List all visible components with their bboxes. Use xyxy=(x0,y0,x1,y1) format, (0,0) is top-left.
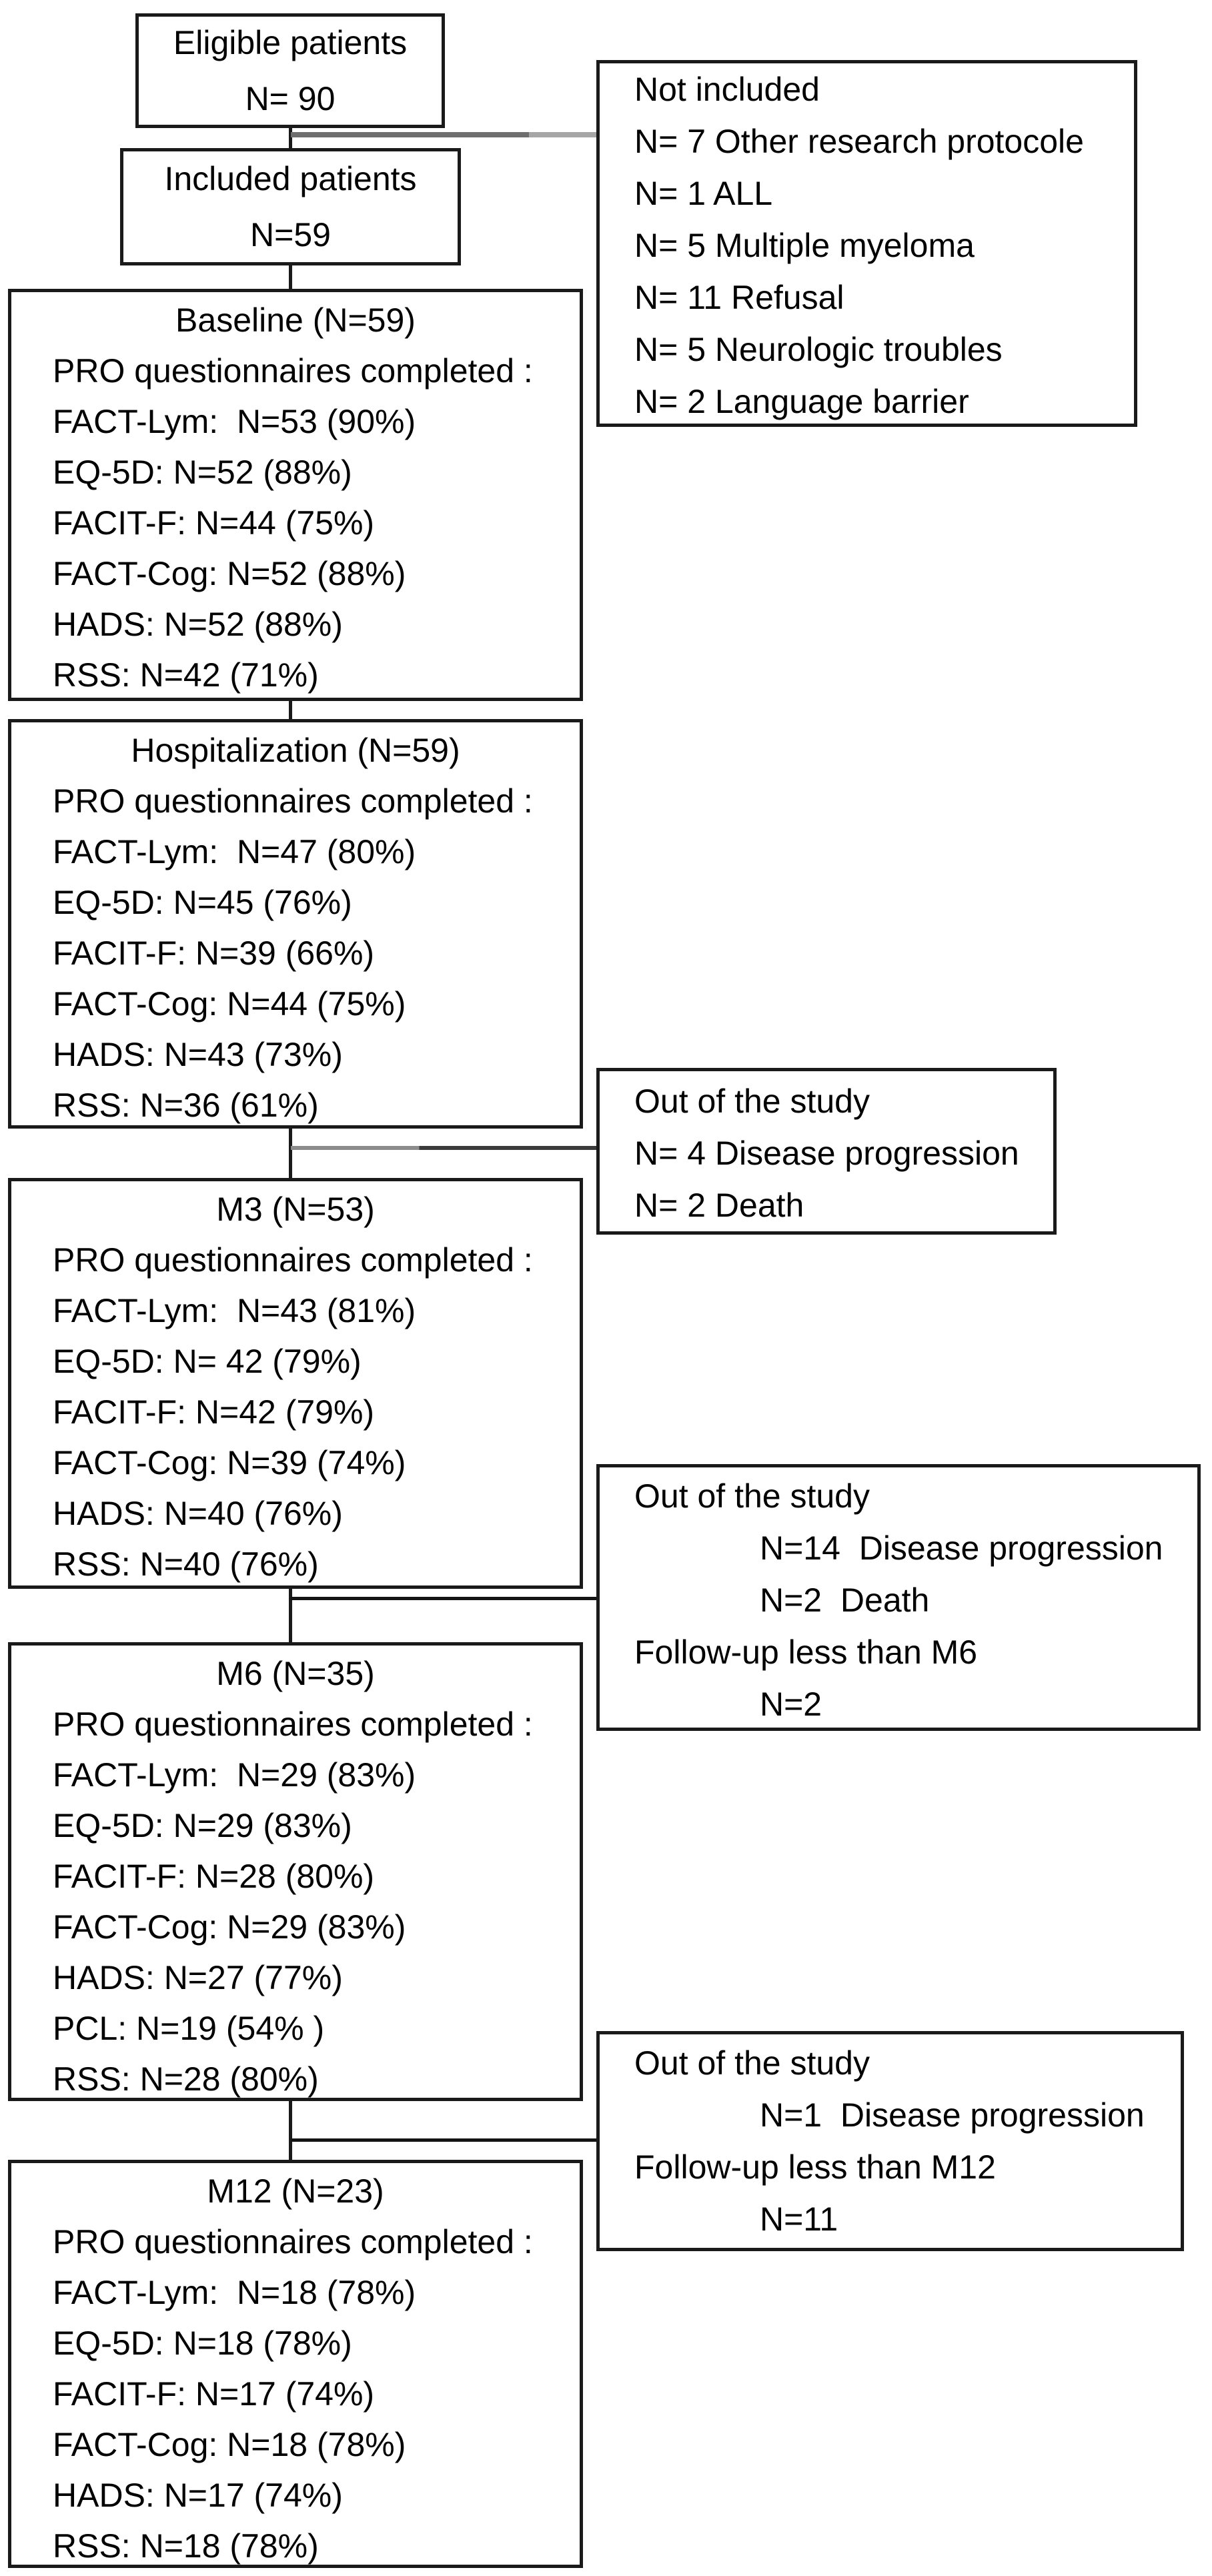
m12-line: FACT-Cog: N=18 (78%) xyxy=(53,2426,406,2463)
not-included-reason: N= 11 Refusal xyxy=(634,279,844,316)
m3-line: FACT-Lym: N=43 (81%) xyxy=(53,1292,416,1329)
connector-to-out-after-m3 xyxy=(291,1597,596,1600)
baseline-line: EQ-5D: N=52 (88%) xyxy=(53,454,352,491)
out-of-study-title: Out of the study xyxy=(634,1477,870,1515)
m12-line: FACIT-F: N=17 (74%) xyxy=(53,2375,375,2413)
out-of-study-reason: Follow-up less than M12 xyxy=(634,2148,996,2186)
out-of-study-reason: N=2 xyxy=(760,1686,822,1723)
not-included-reason: N= 1 ALL xyxy=(634,175,773,212)
baseline-line: HADS: N=52 (88%) xyxy=(53,606,343,643)
connector-hospitalization-m3 xyxy=(289,1127,292,1181)
eligible-patients-count: N= 90 xyxy=(245,80,336,117)
baseline-line: FACIT-F: N=44 (75%) xyxy=(53,504,375,542)
m3-box: M3 (N=53) PRO questionnaires completed :… xyxy=(8,1178,583,1589)
baseline-line: FACT-Lym: N=53 (90%) xyxy=(53,403,416,440)
m3-line: RSS: N=40 (76%) xyxy=(53,1545,319,1583)
included-patients-box: Included patients N=59 xyxy=(120,148,461,265)
m6-line: FACT-Lym: N=29 (83%) xyxy=(53,1756,416,1794)
not-included-reason: N= 5 Neurologic troubles xyxy=(634,331,1003,368)
not-included-title: Not included xyxy=(634,71,820,108)
out-of-study-reason: N=2 Death xyxy=(760,1581,930,1619)
eligible-patients-box: Eligible patients N= 90 xyxy=(135,13,445,128)
m3-line: EQ-5D: N= 42 (79%) xyxy=(53,1343,362,1380)
m6-line: PCL: N=19 (54% ) xyxy=(53,2010,325,2047)
m3-line: PRO questionnaires completed : xyxy=(53,1241,533,1279)
out-of-study-box-1: Out of the study N= 4 Disease progressio… xyxy=(596,1068,1057,1235)
out-of-study-reason: N= 4 Disease progression xyxy=(634,1135,1019,1172)
hospitalization-line: RSS: N=36 (61%) xyxy=(53,1087,319,1124)
connector-m3-m6 xyxy=(289,1587,292,1645)
baseline-box: Baseline (N=59) PRO questionnaires compl… xyxy=(8,289,583,701)
m6-line: PRO questionnaires completed : xyxy=(53,1706,533,1743)
out-of-study-title: Out of the study xyxy=(634,2044,870,2082)
out-of-study-reason: Follow-up less than M6 xyxy=(634,1634,978,1671)
out-of-study-reason: N=14 Disease progression xyxy=(760,1529,1163,1567)
hospitalization-line: FACIT-F: N=39 (66%) xyxy=(53,934,375,972)
m3-title: M3 (N=53) xyxy=(216,1191,375,1228)
not-included-reason: N= 2 Language barrier xyxy=(634,383,969,420)
out-of-study-title: Out of the study xyxy=(634,1083,870,1120)
connector-eligible-included xyxy=(289,125,292,151)
m6-line: RSS: N=28 (80%) xyxy=(53,2060,319,2098)
m12-line: PRO questionnaires completed : xyxy=(53,2223,533,2261)
connector-to-out-after-hospitalization xyxy=(291,1146,596,1150)
baseline-line: FACT-Cog: N=52 (88%) xyxy=(53,555,406,592)
m3-line: FACT-Cog: N=39 (74%) xyxy=(53,1444,406,1481)
baseline-line: PRO questionnaires completed : xyxy=(53,352,533,390)
connector-baseline-hospitalization xyxy=(289,700,292,722)
out-of-study-box-2: Out of the study N=14 Disease progressio… xyxy=(596,1464,1201,1731)
baseline-title: Baseline (N=59) xyxy=(175,301,416,339)
included-patients-label: Included patients xyxy=(164,160,417,197)
m6-line: FACIT-F: N=28 (80%) xyxy=(53,1858,375,1895)
m12-title: M12 (N=23) xyxy=(207,2172,384,2210)
m12-line: RSS: N=18 (78%) xyxy=(53,2527,319,2565)
m6-line: FACT-Cog: N=29 (83%) xyxy=(53,1908,406,1946)
hospitalization-line: PRO questionnaires completed : xyxy=(53,782,533,820)
m6-line: EQ-5D: N=29 (83%) xyxy=(53,1807,352,1844)
not-included-reason: N= 5 Multiple myeloma xyxy=(634,227,975,264)
connector-to-not-included xyxy=(291,132,596,137)
m12-line: FACT-Lym: N=18 (78%) xyxy=(53,2274,416,2311)
m12-box: M12 (N=23) PRO questionnaires completed … xyxy=(8,2160,583,2568)
hospitalization-title: Hospitalization (N=59) xyxy=(131,732,460,769)
hospitalization-box: Hospitalization (N=59) PRO questionnaire… xyxy=(8,719,583,1129)
out-of-study-box-3: Out of the study N=1 Disease progression… xyxy=(596,2031,1184,2251)
m12-line: HADS: N=17 (74%) xyxy=(53,2477,343,2514)
eligible-patients-label: Eligible patients xyxy=(173,24,408,61)
m3-line: HADS: N=40 (76%) xyxy=(53,1495,343,1532)
connector-m6-m12 xyxy=(289,2100,292,2162)
hospitalization-line: FACT-Lym: N=47 (80%) xyxy=(53,833,416,870)
m3-line: FACIT-F: N=42 (79%) xyxy=(53,1393,375,1431)
m6-line: HADS: N=27 (77%) xyxy=(53,1959,343,1996)
not-included-reason: N= 7 Other research protocole xyxy=(634,123,1084,160)
included-patients-count: N=59 xyxy=(250,216,331,253)
hospitalization-line: HADS: N=43 (73%) xyxy=(53,1036,343,1073)
hospitalization-line: FACT-Cog: N=44 (75%) xyxy=(53,985,406,1023)
connector-included-baseline xyxy=(289,264,292,291)
out-of-study-reason: N=1 Disease progression xyxy=(760,2096,1145,2134)
m12-line: EQ-5D: N=18 (78%) xyxy=(53,2325,352,2362)
not-included-box: Not included N= 7 Other research protoco… xyxy=(596,60,1137,427)
baseline-line: RSS: N=42 (71%) xyxy=(53,656,319,694)
connector-to-out-after-m6 xyxy=(291,2138,596,2142)
out-of-study-reason: N=11 xyxy=(760,2200,838,2238)
hospitalization-line: EQ-5D: N=45 (76%) xyxy=(53,884,352,921)
m6-box: M6 (N=35) PRO questionnaires completed :… xyxy=(8,1642,583,2101)
out-of-study-reason: N= 2 Death xyxy=(634,1187,804,1224)
m6-title: M6 (N=35) xyxy=(216,1655,375,1692)
